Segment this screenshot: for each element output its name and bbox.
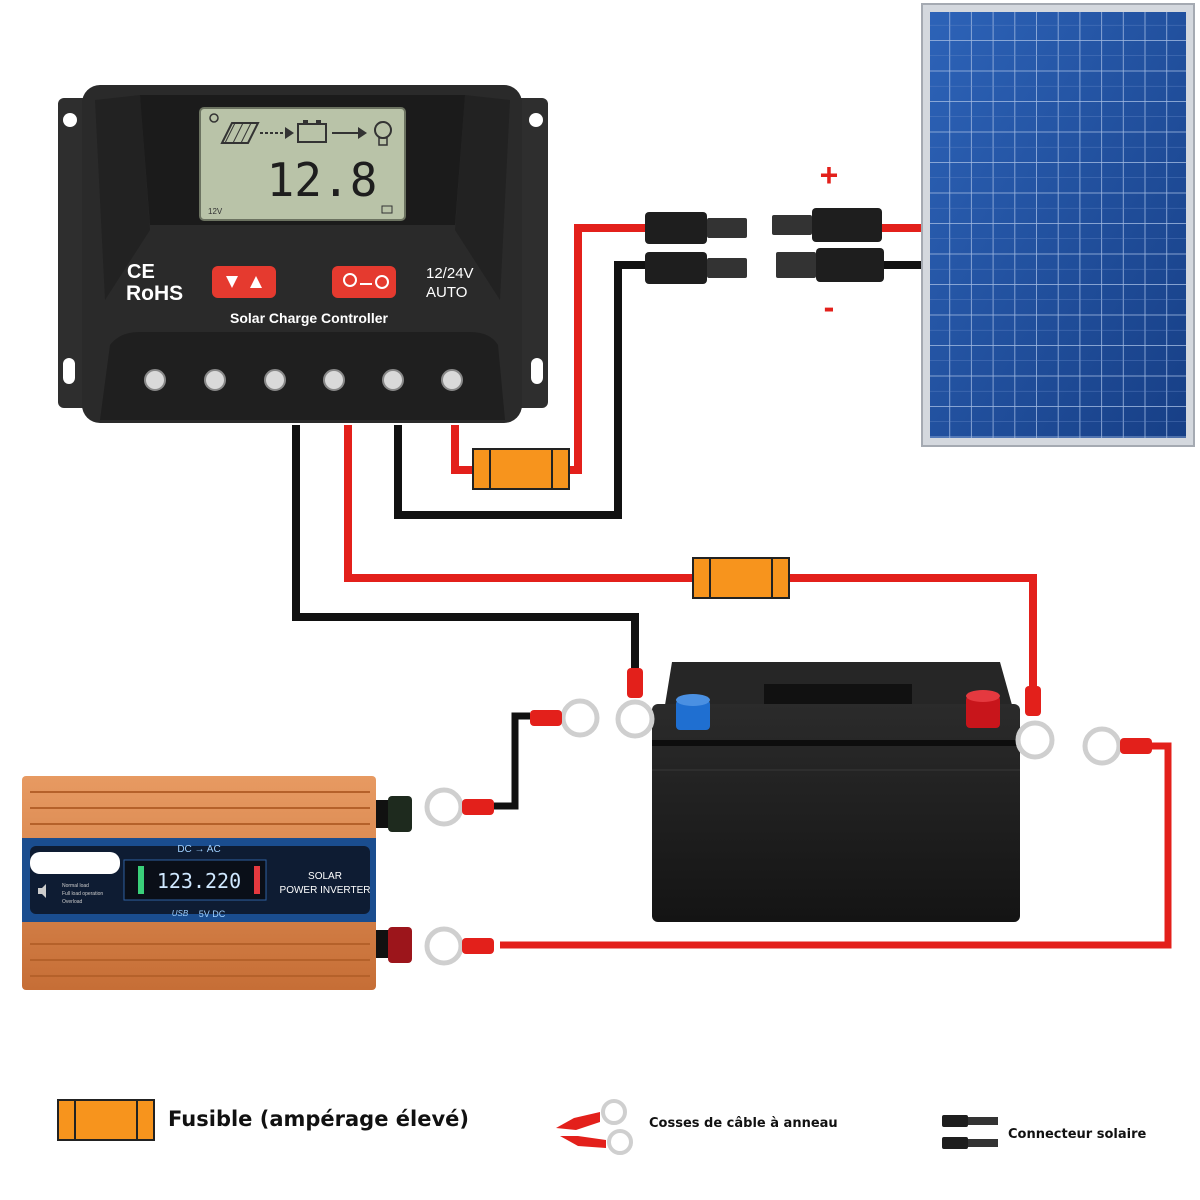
voltage-rating: 12/24V [426, 265, 474, 282]
solar-panel [921, 3, 1195, 447]
rohs-mark: RoHS [126, 282, 183, 305]
solar-connector-pair-left [645, 212, 747, 284]
positive-sign: + [820, 157, 839, 193]
legend-fuse-label: Fusible (ampérage élevé) [168, 1107, 469, 1131]
terminal-screws [144, 369, 463, 391]
lightbulb-icon [374, 121, 392, 146]
solar-icon [209, 113, 260, 144]
lcd-value: 12.8 [267, 153, 378, 207]
wire-battery-negative [292, 425, 639, 690]
wire-inverter-positive [500, 742, 1172, 949]
terminal-screw[interactable] [204, 369, 226, 391]
legend-connector-icon [942, 1115, 998, 1149]
load-switch-button[interactable] [332, 266, 396, 298]
up-down-button[interactable] [212, 266, 276, 298]
ring-terminal [530, 698, 600, 738]
legend: Fusible (ampérage élevé) Cosses de câble… [57, 1099, 1146, 1155]
inverter-brand-2: POWER INVERTER [280, 885, 371, 896]
battery [652, 662, 1020, 922]
terminal-screw[interactable] [441, 369, 463, 391]
terminal-screw[interactable] [264, 369, 286, 391]
inverter-dc-ac: DC → AC [177, 844, 220, 855]
usb-label: 5V DC [199, 909, 226, 919]
fuse-panel-line [472, 448, 570, 490]
legend-connector-label: Connecteur solaire [1008, 1127, 1146, 1142]
inverter-brand-1: SOLAR [308, 871, 342, 882]
charge-controller: 12.8 12V CE RoHS 12/24V AUTO Solar Charg… [58, 85, 548, 423]
ring-terminal [424, 926, 494, 966]
legend-ring-label: Cosses de câble à anneau [649, 1116, 838, 1131]
ring-terminal [1015, 686, 1055, 760]
arrow-right-icon [332, 127, 367, 139]
inverter-display-value: 123.220 [157, 869, 241, 893]
lcd-load-icon [381, 205, 393, 214]
ring-terminal [615, 668, 655, 739]
battery-negative-terminal [676, 694, 710, 730]
wires [292, 224, 1172, 949]
wire-panel-positive [451, 224, 648, 474]
ring-terminal [1082, 726, 1152, 766]
legend-ring-icon [556, 1099, 633, 1155]
battery-icon [297, 120, 327, 143]
lcd-voltage-tag: 12V [208, 207, 223, 216]
wire-panel-negative [394, 261, 648, 519]
arrow-right-icon [260, 127, 294, 139]
speaker-icon [38, 884, 46, 898]
solar-connector-pair-right [772, 208, 884, 282]
usb-tag: USB [172, 909, 189, 918]
terminal-screw[interactable] [323, 369, 345, 391]
controller-title: Solar Charge Controller [230, 310, 388, 326]
auto-label: AUTO [426, 284, 467, 301]
power-inverter: DC → AC Normal load Full load operation … [22, 776, 412, 990]
legend-fuse-icon [57, 1099, 155, 1141]
inverter-status-1: Normal load [62, 883, 89, 889]
wire-inverter-negative [490, 712, 530, 810]
terminal-screw[interactable] [382, 369, 404, 391]
wire-battery-positive [344, 425, 1037, 690]
ce-mark: CE [127, 261, 155, 283]
battery-positive-terminal [966, 690, 1000, 728]
inverter-status-2: Full load operation [62, 891, 103, 897]
ring-terminal [424, 787, 494, 827]
inverter-status-3: Overload [62, 899, 83, 905]
terminal-screw[interactable] [144, 369, 166, 391]
inverter-positive-terminal [376, 927, 412, 963]
inverter-negative-terminal [376, 796, 412, 832]
inverter-lcd [123, 859, 267, 901]
negative-sign: - [824, 289, 835, 325]
fuse-battery-line [692, 557, 790, 599]
